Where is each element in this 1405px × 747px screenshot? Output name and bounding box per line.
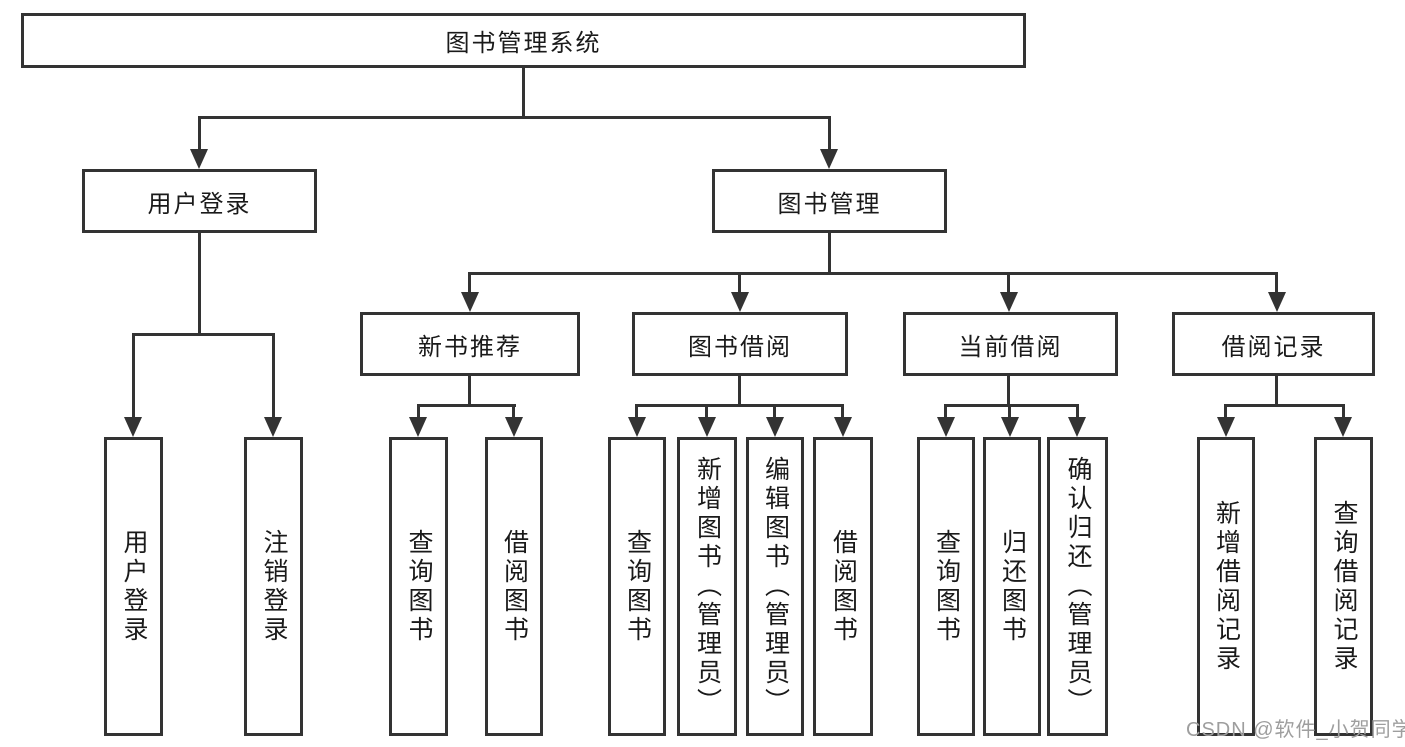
connector-to-logout-leaf (272, 333, 275, 419)
arrow-down-icon (505, 417, 523, 437)
node-new-book-recommend: 新书推荐 (360, 312, 580, 376)
connector-leaf (417, 404, 420, 419)
arrow-down-icon (1268, 292, 1286, 312)
connector-new-book-stub (468, 376, 471, 406)
connector-leaf (1076, 404, 1079, 419)
leaf-label: 借阅图书 (500, 528, 529, 645)
leaf-edit-book-admin: 编辑图书（管理员） (746, 437, 804, 736)
node-label: 新书推荐 (418, 333, 522, 361)
connector-leaf (841, 404, 844, 419)
arrow-down-icon (834, 417, 852, 437)
arrow-down-icon (731, 292, 749, 312)
connector-book-mgmt-stub (828, 233, 831, 275)
connector-to-current-borrow (1007, 272, 1010, 294)
connector-borrow-records-stub (1275, 376, 1278, 406)
connector-to-book-management (828, 116, 831, 151)
node-label: 图书管理系统 (445, 30, 602, 57)
arrow-down-icon (190, 149, 208, 169)
connector-user-login-stub (198, 233, 201, 335)
leaf-borrow-book: 借阅图书 (813, 437, 873, 736)
leaf-label: 注销登录 (260, 528, 288, 645)
node-book-borrow: 图书借阅 (632, 312, 848, 376)
leaf-label: 归还图书 (998, 528, 1027, 645)
connector-book-borrow-stub (738, 376, 741, 406)
leaf-logout: 注销登录 (244, 437, 303, 736)
connector-level1-rail (198, 116, 831, 119)
node-label: 用户登录 (147, 190, 252, 218)
connector-leaf (944, 404, 947, 419)
leaf-label: 查询图书 (623, 528, 652, 645)
leaf-query-book-rec: 查询图书 (389, 437, 448, 736)
arrow-down-icon (409, 417, 427, 437)
connector-leaf (635, 404, 638, 419)
connector-book-borrow-rail (635, 404, 844, 407)
arrow-down-icon (1001, 417, 1019, 437)
leaf-add-borrow-record: 新增借阅记录 (1197, 437, 1255, 736)
arrow-down-icon (820, 149, 838, 169)
leaf-label: 查询图书 (932, 528, 961, 645)
leaf-label: 新增图书（管理员） (693, 456, 722, 717)
connector-leaf (512, 404, 515, 419)
arrow-down-icon (461, 292, 479, 312)
leaf-label: 查询图书 (405, 528, 433, 645)
leaf-user-login: 用户登录 (104, 437, 163, 736)
connector-to-new-book-rec (468, 272, 471, 294)
connector-to-user-login (198, 116, 201, 151)
leaf-label: 借阅图书 (829, 528, 858, 645)
csdn-watermark: CSDN @软件_小贺同学 (1186, 719, 1405, 741)
connector-user-login-rail (132, 333, 275, 336)
arrow-down-icon (264, 417, 282, 437)
leaf-label: 新增借阅记录 (1212, 499, 1241, 674)
leaf-query-book-current: 查询图书 (917, 437, 975, 736)
node-label: 图书借阅 (688, 333, 792, 361)
connector-level2-rail (468, 272, 1278, 275)
connector-leaf (773, 404, 776, 419)
node-user-login: 用户登录 (82, 169, 317, 233)
leaf-query-book: 查询图书 (608, 437, 666, 736)
connector-leaf (705, 404, 708, 419)
arrow-down-icon (766, 417, 784, 437)
connector-leaf (1224, 404, 1227, 419)
connector-borrow-records-rail (1224, 404, 1344, 407)
connector-leaf (1008, 404, 1011, 419)
leaf-return-book: 归还图书 (983, 437, 1041, 736)
arrow-down-icon (628, 417, 646, 437)
connector-new-book-rail (417, 404, 516, 407)
leaf-label: 编辑图书（管理员） (761, 456, 790, 717)
arrow-down-icon (1068, 417, 1086, 437)
connector-current-borrow-rail (944, 404, 1078, 407)
node-borrow-records: 借阅记录 (1172, 312, 1375, 376)
arrow-down-icon (1000, 292, 1018, 312)
leaf-label: 确认归还（管理员） (1064, 456, 1092, 717)
connector-to-login-leaf (132, 333, 135, 419)
leaf-label: 查询借阅记录 (1330, 499, 1358, 674)
connector-to-borrow-records (1275, 272, 1278, 294)
arrow-down-icon (937, 417, 955, 437)
arrow-down-icon (698, 417, 716, 437)
node-library-management-system: 图书管理系统 (21, 13, 1026, 68)
arrow-down-icon (124, 417, 142, 437)
leaf-borrow-book-rec: 借阅图书 (485, 437, 543, 736)
connector-root-stub (522, 68, 525, 118)
node-label: 借阅记录 (1221, 333, 1326, 361)
node-current-borrow: 当前借阅 (903, 312, 1118, 376)
leaf-query-borrow-record: 查询借阅记录 (1314, 437, 1373, 736)
node-label: 当前借阅 (958, 333, 1063, 361)
connector-to-book-borrow (738, 272, 741, 294)
connector-current-borrow-stub (1007, 376, 1010, 406)
arrow-down-icon (1334, 417, 1352, 437)
connector-leaf (1342, 404, 1345, 419)
leaf-label: 用户登录 (120, 528, 148, 645)
arrow-down-icon (1217, 417, 1235, 437)
node-book-management: 图书管理 (712, 169, 947, 233)
leaf-add-book-admin: 新增图书（管理员） (677, 437, 737, 736)
leaf-confirm-return-admin: 确认归还（管理员） (1047, 437, 1108, 736)
node-label: 图书管理 (777, 190, 882, 218)
